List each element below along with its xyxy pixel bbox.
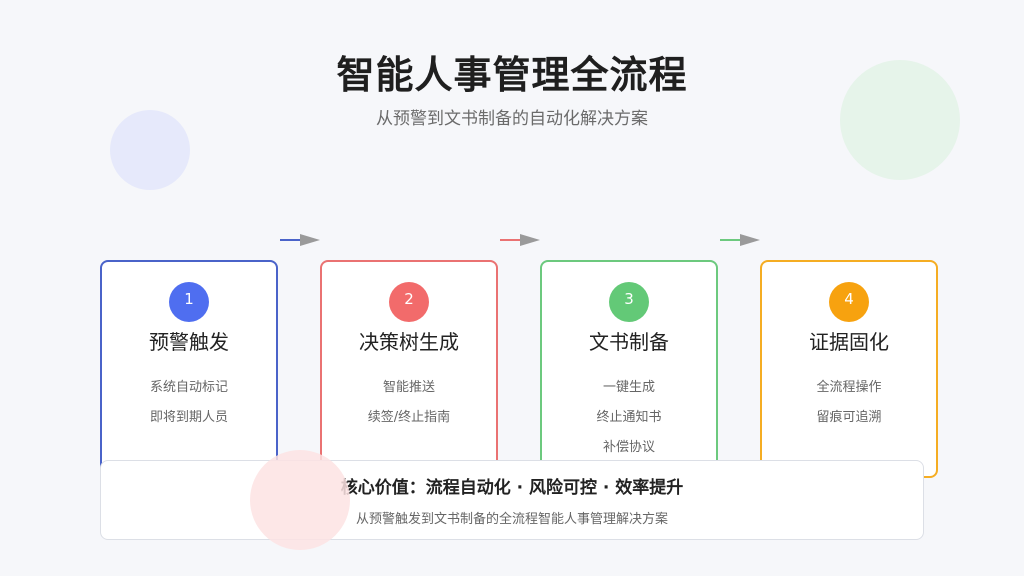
step-title: 决策树生成: [359, 330, 459, 354]
step-card-2: 2 决策树生成 智能推送 续签/终止指南: [320, 260, 498, 478]
summary-box: 核心价值：流程自动化 · 风险可控 · 效率提升 从预警触发到文书制备的全流程智…: [100, 460, 924, 540]
decorative-circle-green: [840, 60, 960, 180]
step-title: 证据固化: [809, 330, 889, 354]
decorative-circle-blue: [110, 110, 190, 190]
page-title: 智能人事管理全流程: [336, 53, 688, 97]
step-description-line: 终止通知书: [596, 410, 662, 425]
step-description-line: 即将到期人员: [149, 410, 228, 425]
step-number-badge: 4: [829, 282, 869, 322]
step-card-3: 3 文书制备 一键生成 终止通知书 补偿协议: [540, 260, 718, 478]
summary-subtitle: 从预警触发到文书制备的全流程智能人事管理解决方案: [355, 512, 668, 527]
step-number-badge: 2: [389, 282, 429, 322]
step-description-line: 一键生成: [602, 380, 655, 395]
step-description-line: 系统自动标记: [149, 380, 228, 395]
flow-arrow-1: [280, 234, 320, 246]
step-card-4: 4 证据固化 全流程操作 留痕可追溯: [760, 260, 938, 478]
step-number-badge: 3: [609, 282, 649, 322]
step-number-badge: 1: [169, 282, 209, 322]
step-description-line: 全流程操作: [816, 380, 882, 395]
flow-arrow-3: [720, 234, 760, 246]
summary-title: 核心价值：流程自动化 · 风险可控 · 效率提升: [340, 478, 684, 498]
step-title: 文书制备: [589, 330, 669, 354]
step-description-line: 智能推送: [382, 380, 435, 395]
step-title: 预警触发: [149, 330, 229, 354]
step-description-line: 补偿协议: [602, 440, 655, 455]
step-card-1: 1 预警触发 系统自动标记 即将到期人员: [100, 260, 278, 478]
step-description-line: 续签/终止指南: [367, 410, 451, 425]
step-description-line: 留痕可追溯: [816, 410, 882, 425]
page-subtitle: 从预警到文书制备的自动化解决方案: [376, 109, 648, 129]
flow-arrow-2: [500, 234, 540, 246]
